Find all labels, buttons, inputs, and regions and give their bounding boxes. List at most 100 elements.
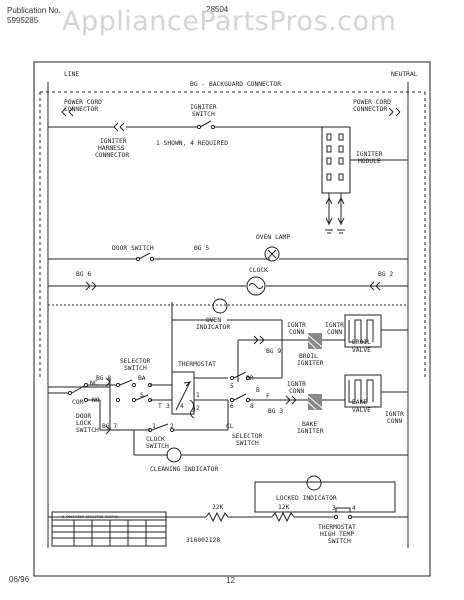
- pin-s: S: [140, 392, 144, 399]
- selector-switch-blade-b: [135, 394, 149, 401]
- ignitr-conn-a-1: IGNTR: [287, 322, 306, 329]
- high-temp-switch-blade: [335, 507, 351, 512]
- power-cord-left-marker: [61, 107, 74, 117]
- pin-6: 6: [230, 403, 234, 410]
- pin-t: T: [158, 403, 162, 410]
- bg3-label: BG 3: [268, 408, 283, 415]
- diagram-frame: [33, 61, 431, 577]
- pin-j: J: [192, 407, 196, 414]
- igniter-switch-blade: [199, 120, 212, 128]
- cleaning-indicator-label: CLEANING INDICATOR: [150, 466, 218, 473]
- ignitr-conn-b-1: IGNTR: [325, 322, 344, 329]
- selector-switch-blade-a: [119, 379, 133, 386]
- pin-f: F: [266, 393, 270, 400]
- igniter-switch-label-1: IGNITER: [190, 104, 217, 111]
- bake-valve-label-2: VALVE: [352, 407, 371, 414]
- igniter-harness-marker: [113, 122, 125, 132]
- bg5-label: BG 5: [194, 245, 209, 252]
- ignitr-conn-a-2: CONN: [289, 329, 304, 336]
- igniter-harness-label-2: HARNESS: [98, 145, 125, 152]
- oven-indicator-symbol: [212, 298, 228, 314]
- publication-label: Publication No.: [7, 6, 61, 15]
- neutral-label: NEUTRAL: [391, 71, 418, 78]
- clock-switch-label-2: SWITCH: [146, 443, 169, 450]
- pin-8: 8: [250, 403, 254, 410]
- power-cord-left-label-2: CONNECTOR: [64, 106, 98, 113]
- igniter-module-label-2: MODULE: [358, 158, 381, 165]
- ignitr-conn-c-2: CONN: [289, 388, 304, 395]
- ignitr-conn-b-2: CONN: [327, 329, 342, 336]
- selector-switch-top-label-1: SELECTOR: [120, 358, 151, 365]
- igniter-switch-contact-b: [210, 124, 216, 130]
- clock-motor-symbol: [246, 276, 266, 296]
- clock-pin-1: 1: [152, 423, 156, 430]
- part-number: 316002128: [186, 537, 220, 544]
- igniter-switch-label-2: SWITCH: [192, 111, 215, 118]
- igniter-harness-label-3: CONNECTOR: [95, 152, 129, 159]
- ignitr-conn-d-1: IGNTR: [385, 411, 404, 418]
- door-lock-label-3: SWITCH: [76, 427, 99, 434]
- bg3-marker: [285, 395, 297, 405]
- oven-indicator-label-2: INDICATOR: [196, 324, 230, 331]
- ground-symbols: [325, 229, 345, 234]
- door-lock-label-2: LOCK: [76, 420, 91, 427]
- igniter-module-label-1: IGNITER: [356, 151, 383, 158]
- pin-b: B: [256, 387, 260, 394]
- thermostat-block: [171, 371, 195, 415]
- locked-indicator-box: [254, 481, 396, 513]
- bake-igniter-label-1: BAKE: [302, 421, 317, 428]
- no-label: NO: [92, 397, 100, 404]
- resistor-22k-label: 22K: [212, 504, 224, 511]
- resistor-12k-label: 12K: [278, 504, 290, 511]
- igniter-module: [321, 126, 351, 194]
- clock-pin-2: 2: [170, 423, 174, 430]
- resistor-12k: [271, 511, 295, 523]
- clock-switch-blade: [151, 423, 169, 431]
- locked-indicator-symbol: [306, 475, 322, 491]
- selector-switch-bottom-label-2: SWITCH: [236, 440, 259, 447]
- oven-indicator-label-1: OVEN: [206, 317, 221, 324]
- thermostat-arrow: [175, 381, 192, 411]
- broil-valve-label-1: BROIL: [352, 339, 371, 346]
- broil-valve-label-2: VALVE: [352, 347, 371, 354]
- bg8-label: BG 8: [96, 375, 111, 382]
- high-temp-label-1: THERMOSTAT: [318, 524, 356, 531]
- selector-switch-bottom-label-1: SELECTOR: [232, 433, 263, 440]
- bake-valve-label-1: BAKE: [352, 399, 367, 406]
- door-lock-switch-blade: [71, 385, 85, 394]
- nc-label: NC: [90, 380, 98, 387]
- selector-table-title: 5 POSITION SELECTOR SWITCH: [62, 515, 118, 519]
- selector-switch-top-label-2: SWITCH: [124, 365, 147, 372]
- door-lock-label-1: DOOR: [76, 413, 91, 420]
- bg2-marker: [369, 281, 381, 291]
- pin-cl: CL: [226, 423, 234, 430]
- watermark: AppliancePartsPros.com: [62, 6, 397, 37]
- power-cord-left-label-1: POWER CORD: [64, 99, 102, 106]
- spark-electrodes: [325, 196, 345, 226]
- pin-2: 2: [196, 405, 200, 412]
- igniter-harness-label-1: IGNITER: [100, 138, 127, 145]
- pin-3: 3: [166, 403, 170, 410]
- line-label: LINE: [64, 71, 79, 78]
- clock-switch-label-1: CLOCK: [146, 436, 165, 443]
- locked-indicator-label: LOCKED INDICATOR: [276, 495, 337, 502]
- publication-number: 5995285: [7, 16, 39, 25]
- bg7-label: BG 7: [102, 423, 117, 430]
- pin-5: 5: [230, 383, 234, 390]
- oven-lamp-symbol: [264, 246, 280, 262]
- thermostat-bulb: [189, 399, 195, 419]
- bg2-label: BG 2: [378, 271, 393, 278]
- resistor-22k: [205, 511, 229, 523]
- selector-position-table: [51, 511, 167, 547]
- power-cord-right-label-2: CONNECTOR: [353, 106, 387, 113]
- bg9-label: BG 9: [266, 348, 281, 355]
- model-number: 28504: [206, 5, 229, 14]
- door-switch-label: DOOR SWITCH: [112, 245, 154, 252]
- pin-ba: BA: [138, 375, 146, 382]
- high-temp-label-3: SWITCH: [328, 538, 351, 545]
- thermostat-label: THERMOSTAT: [178, 361, 216, 368]
- door-switch-blade: [138, 252, 151, 260]
- com-label: COM: [72, 399, 84, 406]
- footer-date: 06/96: [9, 575, 30, 584]
